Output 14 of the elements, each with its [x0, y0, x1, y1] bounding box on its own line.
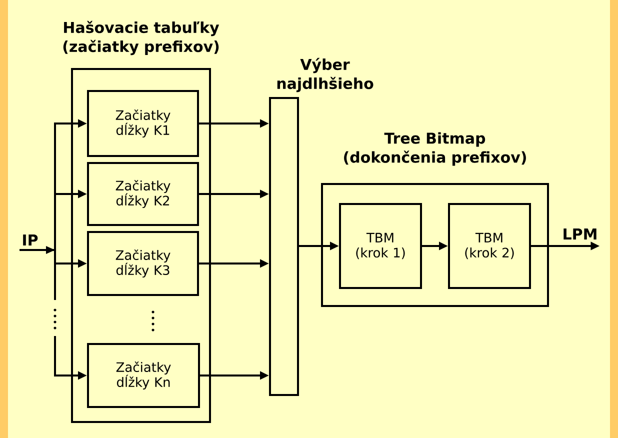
process-box: Začiatky dĺžky Kn: [87, 343, 200, 408]
process-box: Začiatky dĺžky K1: [87, 90, 199, 157]
selector-bar: [269, 97, 299, 396]
process-box: Začiatky dĺžky K3: [87, 231, 199, 296]
group-heading: Tree Bitmap (dokončenia prefixov): [344, 132, 526, 166]
group-heading: Hašovacie tabuľky (začiatky prefixov): [63, 20, 220, 56]
process-box: TBM (krok 1): [339, 203, 422, 289]
process-box: Začiatky dĺžky K2: [87, 162, 199, 226]
group-box: [321, 183, 549, 307]
signal-label: LPM: [564, 228, 596, 240]
signal-label: IP: [23, 234, 38, 246]
group-heading: Výber najdlhšieho: [277, 58, 374, 92]
group-box: [71, 68, 211, 423]
process-box: TBM (krok 2): [448, 203, 531, 289]
